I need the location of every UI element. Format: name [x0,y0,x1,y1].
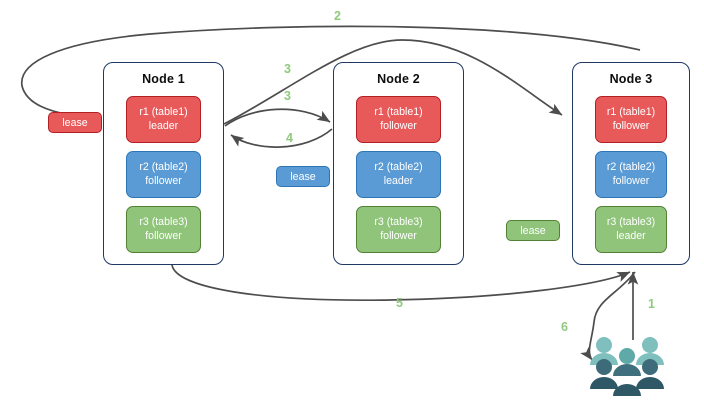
edge-step-2 [21,25,641,124]
replica-role: follower [380,119,417,132]
step-label-5: 5 [396,296,403,310]
replica-role: leader [383,174,414,187]
lease-badge-green[interactable]: lease [506,220,560,241]
step-label-3b: 3 [284,89,291,103]
replica-name: r1 (table1) [374,106,423,118]
node-title: Node 2 [377,72,420,86]
replica-name: r1 (table1) [139,106,188,118]
replica-box[interactable]: r1 (table1) follower [356,96,441,143]
replica-name: r2 (table2) [374,161,423,173]
node-card-3[interactable]: Node 3 r1 (table1) follower r2 (table2) … [572,62,690,265]
replica-role: follower [380,229,417,242]
replica-name: r3 (table3) [606,216,656,228]
step-label-6: 6 [561,320,568,334]
lease-badge-blue[interactable]: lease [276,166,330,187]
replica-role: leader [616,229,646,242]
node-card-1[interactable]: Node 1 r1 (table1) leader r2 (table2) fo… [103,62,224,265]
edge-step-3-short [224,108,331,127]
replica-box[interactable]: r3 (table3) leader [595,206,667,253]
lease-badge-red[interactable]: lease [48,112,102,133]
node-title: Node 3 [609,72,653,86]
replica-box[interactable]: r2 (table2) follower [126,151,201,198]
replica-name: r3 (table3) [374,216,423,228]
edge-step-5 [171,264,631,302]
users-icon [590,337,664,396]
replica-box[interactable]: r3 (table3) follower [126,206,201,253]
replica-name: r2 (table2) [139,161,188,173]
step-label-3a: 3 [284,62,291,76]
replica-role: follower [612,119,650,132]
step-label-2: 2 [334,9,341,23]
node-title: Node 1 [142,72,185,86]
edge-step-6 [580,271,636,361]
replica-role: follower [145,174,182,187]
step-label-4: 4 [286,131,293,145]
replica-name: r2 (table2) [606,161,656,173]
replica-box[interactable]: r2 (table2) follower [595,151,667,198]
replica-box[interactable]: r1 (table1) leader [126,96,201,143]
edge-step-4 [230,128,333,148]
replica-box[interactable]: r2 (table2) leader [356,151,441,198]
edge-step-3-long [223,39,563,125]
step-label-1: 1 [648,297,655,311]
replica-name: r1 (table1) [606,106,656,118]
replica-role: follower [612,174,650,187]
replica-name: r3 (table3) [139,216,188,228]
node-card-2[interactable]: Node 2 r1 (table1) follower r2 (table2) … [333,62,464,265]
replica-box[interactable]: r3 (table3) follower [356,206,441,253]
replica-box[interactable]: r1 (table1) follower [595,96,667,143]
replica-role: leader [148,119,179,132]
replica-role: follower [145,229,182,242]
